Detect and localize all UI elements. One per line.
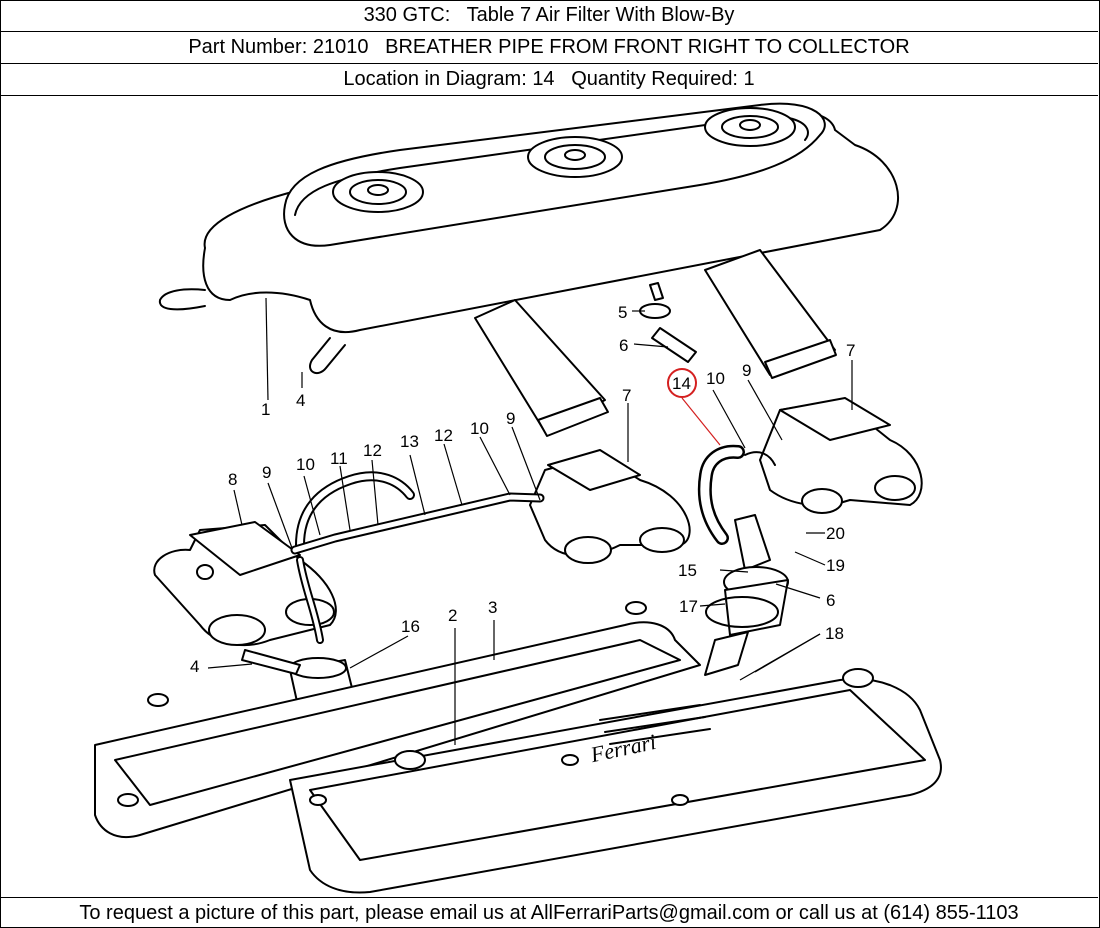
callout-label: 6 (619, 336, 628, 355)
left-intake-manifold (153, 521, 337, 646)
breather-pipe-front-right (697, 444, 745, 545)
rocker-cover-front (289, 678, 942, 894)
callout-label: 16 (401, 617, 420, 636)
cover-studs (117, 601, 874, 807)
part-row: Part Number: 21010 BREATHER PIPE FROM FR… (0, 32, 1098, 64)
blow-by-collector (704, 514, 789, 676)
location-row: Location in Diagram: 14 Quantity Require… (0, 64, 1098, 96)
contact-text: To request a picture of this part, pleas… (79, 902, 1019, 924)
diagram-location: Location in Diagram: 14 (343, 68, 555, 90)
rocker-cover-rear (94, 621, 701, 838)
callout-label: 9 (506, 409, 515, 428)
callout-label: 18 (825, 624, 844, 643)
callout-label: 1 (261, 400, 270, 419)
title-row: 330 GTC: Table 7 Air Filter With Blow-By (0, 0, 1098, 32)
callout-label: 15 (678, 561, 697, 580)
exploded-parts-diagram: Ferrari 1 4 5 6 (94, 102, 942, 894)
callout-label: 8 (228, 470, 237, 489)
callout-label: 11 (330, 449, 348, 468)
callout-label: 4 (296, 391, 305, 410)
callout-label: 10 (706, 369, 725, 388)
callout-label: 17 (679, 597, 698, 616)
breather-hose-assembly (290, 471, 545, 644)
callout-label-highlighted: 14 (672, 374, 691, 393)
model-label: 330 GTC: (363, 4, 451, 26)
breather-hose-small (639, 303, 697, 363)
part-description: BREATHER PIPE FROM FRONT RIGHT TO COLLEC… (385, 36, 910, 58)
callout-label: 6 (826, 591, 835, 610)
highlight-ring (667, 368, 697, 398)
right-intake-manifold (744, 397, 923, 514)
callout-label: 9 (262, 463, 271, 482)
callout-labels: 1 4 5 6 14 10 9 7 7 9 10 11 12 13 12 10 … (190, 303, 855, 676)
callout-label: 12 (363, 441, 382, 460)
callout-label: 2 (448, 606, 457, 625)
callout-label: 19 (826, 556, 845, 575)
callout-label: 20 (826, 524, 845, 543)
quantity-required: Quantity Required: 1 (571, 68, 755, 90)
part-number: Part Number: 21010 (188, 36, 369, 58)
leader-lines (207, 297, 853, 745)
callout-label: 12 (434, 426, 453, 445)
callout-label: 7 (846, 341, 855, 360)
callout-label: 7 (622, 386, 631, 405)
callout-label: 10 (296, 455, 315, 474)
callout-label: 4 (190, 657, 199, 676)
air-filter-housing (158, 102, 899, 375)
table-title: Table 7 Air Filter With Blow-By (466, 4, 735, 26)
callout-label: 3 (488, 598, 497, 617)
callout-label: 9 (742, 361, 751, 380)
callout-label: 10 (470, 419, 489, 438)
callout-label: 13 (400, 432, 419, 451)
center-intake-manifold (529, 449, 691, 564)
callout-label: 5 (618, 303, 627, 322)
contact-footer: To request a picture of this part, pleas… (0, 897, 1098, 927)
air-ducts (474, 249, 837, 437)
